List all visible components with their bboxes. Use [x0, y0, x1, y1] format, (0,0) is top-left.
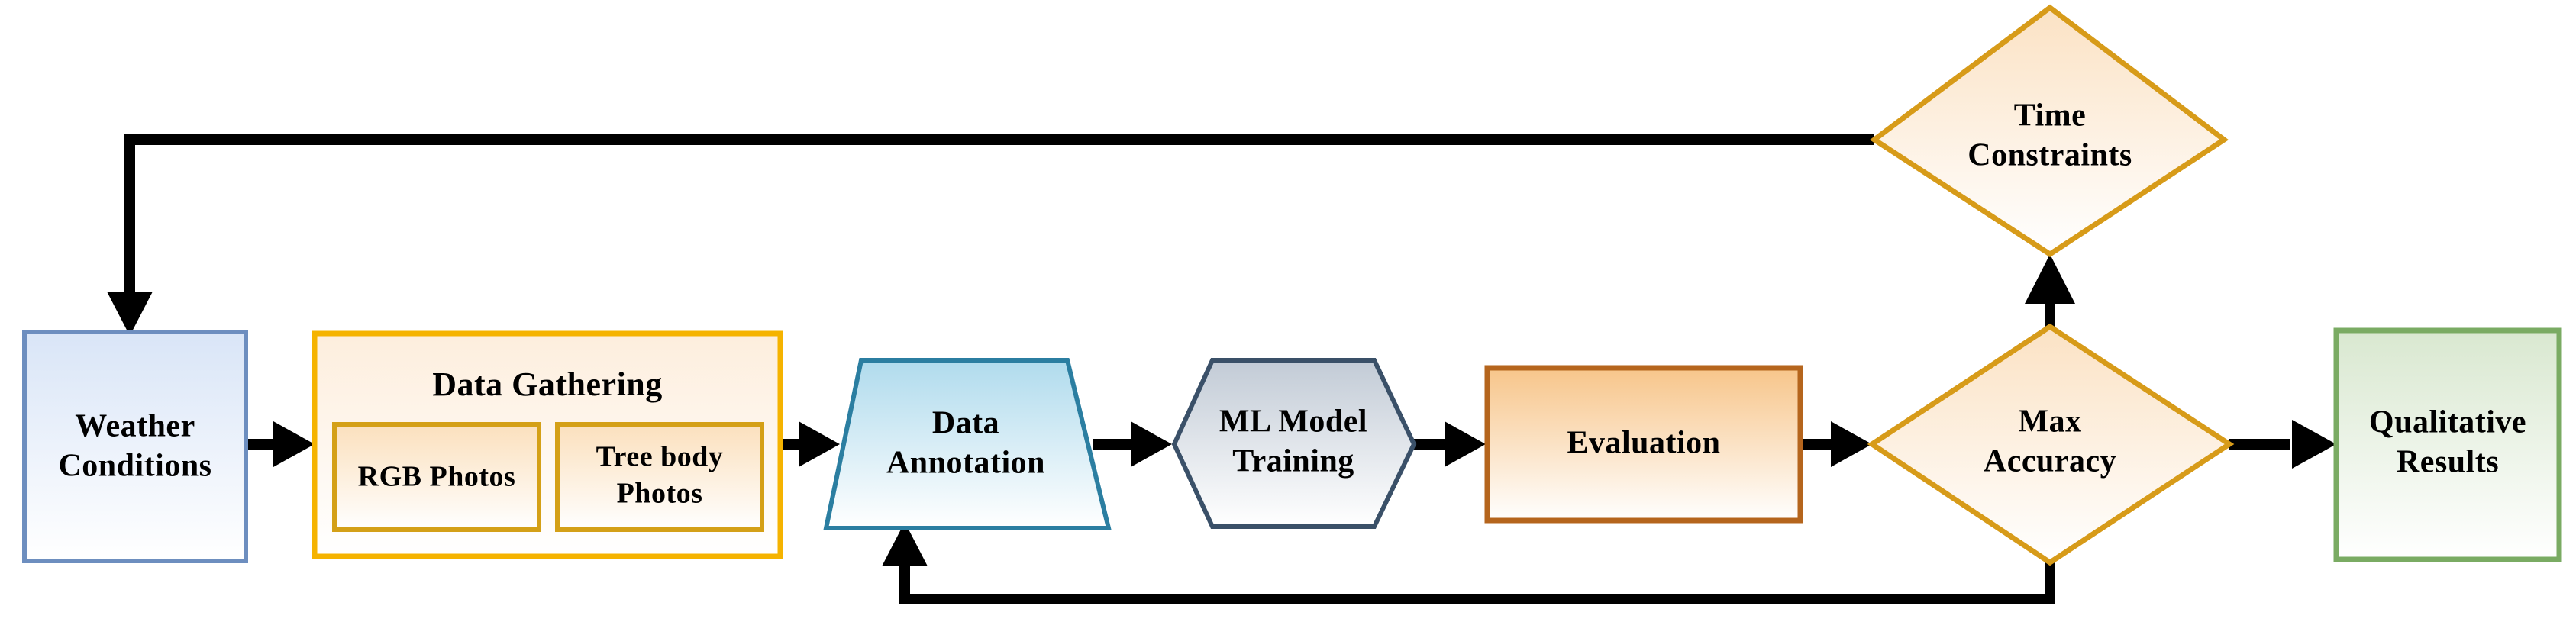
time-constraints-diamond[interactable]: [1869, 4, 2229, 258]
arrowhead-up: [2025, 254, 2075, 304]
edge-max-accuracy-to-qualitative-results: [2229, 420, 2336, 469]
node-rgb-photos[interactable]: RGB Photos: [332, 422, 541, 532]
ml-model-training-hexagon[interactable]: [1171, 358, 1417, 529]
arrowhead-right: [2292, 420, 2336, 469]
ml-model-training-label-line1: ML Model: [1219, 404, 1367, 440]
qualitative-results-label-line2: Results: [2397, 445, 2499, 480]
edge-weather-to-data-gathering: [246, 421, 315, 467]
node-ml-model-training[interactable]: ML Model Training: [1171, 358, 1417, 529]
edge-time-constraints-to-weather: [107, 134, 1874, 336]
arrowhead-right: [273, 421, 315, 467]
node-weather-conditions[interactable]: Weather Conditions: [22, 330, 248, 563]
ml-model-training-label-line2: Training: [1232, 444, 1354, 479]
arrowhead-right: [799, 421, 840, 467]
data-annotation-label-line2: Annotation: [886, 446, 1045, 481]
node-max-accuracy[interactable]: Max Accuracy: [1867, 323, 2235, 566]
max-accuracy-label-line1: Max: [2018, 404, 2081, 440]
edge-data-annotation-to-ml-training: [1093, 421, 1172, 467]
node-data-annotation[interactable]: Data Annotation: [823, 358, 1112, 530]
weather-conditions-label-line1: Weather: [75, 409, 195, 444]
edge-ml-training-to-evaluation: [1414, 421, 1486, 467]
node-data-gathering[interactable]: Data Gathering RGB Photos Tree body Phot…: [312, 330, 783, 559]
rgb-photos-box[interactable]: [332, 422, 541, 532]
node-evaluation[interactable]: Evaluation: [1484, 365, 1803, 524]
max-accuracy-diamond[interactable]: [1867, 323, 2235, 566]
weather-conditions-label-line2: Conditions: [58, 449, 211, 484]
max-accuracy-label-line2: Accuracy: [1984, 444, 2116, 479]
data-gathering-title: Data Gathering: [432, 366, 663, 403]
node-time-constraints[interactable]: Time Constraints: [1869, 4, 2229, 258]
arrowhead-right: [1131, 421, 1172, 467]
tree-body-photos-label-line2: Photos: [617, 478, 703, 510]
edge-max-accuracy-to-time-constraints: [2025, 254, 2075, 327]
data-annotation-trapezoid[interactable]: [823, 358, 1112, 530]
edge-data-gathering-to-data-annotation: [780, 421, 840, 467]
evaluation-box[interactable]: [1484, 365, 1803, 524]
qualitative-results-label-line1: Qualitative: [2369, 405, 2526, 440]
arrowhead-right: [1831, 421, 1872, 467]
time-constraints-label-line1: Time: [2014, 98, 2087, 134]
arrowhead-up: [882, 522, 928, 566]
arrowhead-down: [107, 292, 153, 336]
qualitative-results-box[interactable]: [2333, 327, 2562, 562]
time-constraints-label-line2: Constraints: [1968, 138, 2132, 173]
node-qualitative-results[interactable]: Qualitative Results: [2333, 327, 2562, 562]
node-tree-body-photos[interactable]: Tree body Photos: [555, 422, 764, 532]
tree-body-photos-label-line1: Tree body: [596, 441, 724, 473]
tree-body-photos-box[interactable]: [555, 422, 764, 532]
evaluation-label: Evaluation: [1567, 426, 1720, 461]
arrowhead-right: [1445, 421, 1486, 467]
weather-conditions-box[interactable]: [22, 330, 248, 563]
data-annotation-label-line1: Data: [932, 406, 999, 441]
edge-max-accuracy-to-data-annotation: [882, 522, 2055, 604]
rgb-photos-label: RGB Photos: [358, 461, 516, 493]
edge-evaluation-to-max-accuracy: [1802, 421, 1872, 467]
